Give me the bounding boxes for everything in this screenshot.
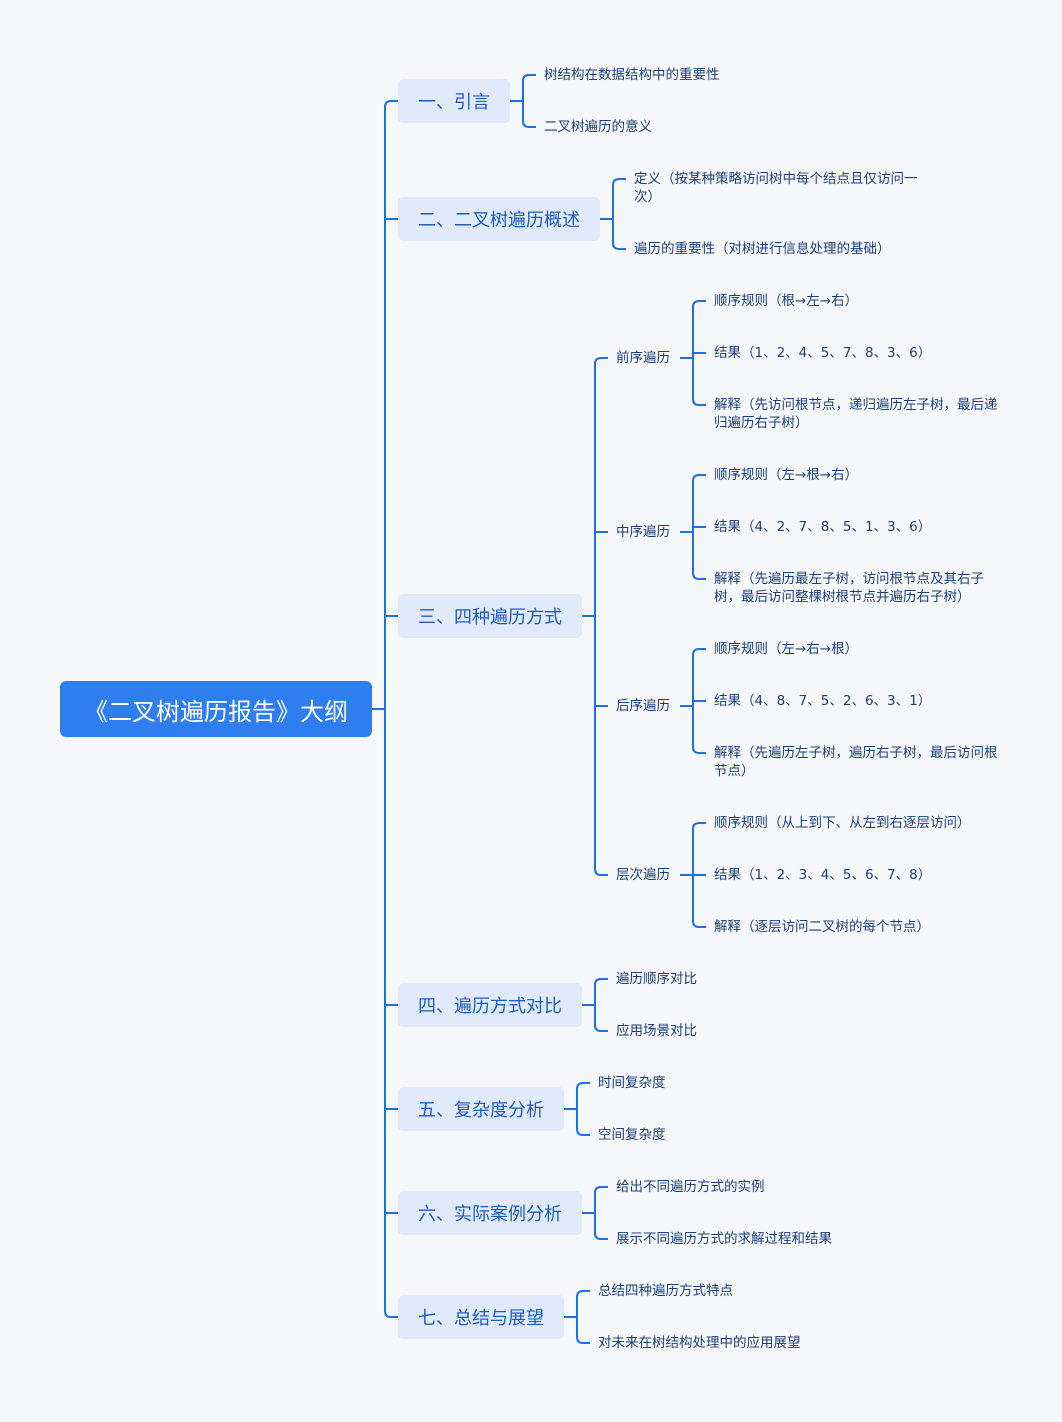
- section-node[interactable]: 一、引言: [398, 79, 510, 123]
- leaf-node[interactable]: 解释（先遍历最左子树，访问根节点及其右子树，最后访问整棵树根节点并遍历右子树）: [714, 571, 984, 605]
- leaf-node[interactable]: 遍历顺序对比: [616, 971, 697, 987]
- connector-line: [612, 178, 626, 186]
- leaf-node[interactable]: 总结四种遍历方式特点: [598, 1283, 733, 1299]
- connector-line: [594, 1186, 608, 1194]
- leaf-node[interactable]: 解释（先遍历左子树，遍历右子树，最后访问根节点）: [714, 745, 998, 779]
- leaf-node[interactable]: 解释（逐层访问二叉树的每个节点）: [714, 919, 930, 935]
- section-node[interactable]: 四、遍历方式对比: [398, 983, 582, 1027]
- connector-line: [612, 242, 626, 250]
- sub-node[interactable]: 层次遍历: [616, 867, 670, 883]
- connector-line: [522, 120, 536, 128]
- leaf-node[interactable]: 给出不同遍历方式的实例: [616, 1179, 765, 1195]
- section-node[interactable]: 二、二叉树遍历概述: [398, 197, 600, 241]
- sub-node[interactable]: 中序遍历: [616, 524, 670, 540]
- connector-line: [384, 1310, 398, 1318]
- leaf-node[interactable]: 树结构在数据结构中的重要性: [544, 67, 720, 83]
- leaf-node[interactable]: 结果（4、2、7、8、5、1、3、6）: [714, 519, 932, 535]
- leaf-node[interactable]: 解释（先访问根节点，递归遍历左子树，最后递归遍历右子树）: [714, 397, 998, 431]
- section-node[interactable]: 六、实际案例分析: [398, 1191, 582, 1235]
- section-node[interactable]: 七、总结与展望: [398, 1295, 564, 1339]
- sub-node[interactable]: 后序遍历: [616, 698, 670, 714]
- connector-line: [692, 648, 706, 656]
- sub-node[interactable]: 前序遍历: [616, 350, 670, 366]
- leaf-node[interactable]: 时间复杂度: [598, 1075, 666, 1091]
- connector-line: [692, 398, 706, 406]
- connector-line: [576, 1128, 590, 1136]
- connector-line: [594, 868, 608, 876]
- leaf-node[interactable]: 顺序规则（左→右→根）: [714, 641, 859, 657]
- leaf-node[interactable]: 顺序规则（左→根→右）: [714, 467, 859, 483]
- leaf-node[interactable]: 展示不同遍历方式的求解过程和结果: [616, 1231, 832, 1247]
- connector-line: [594, 1232, 608, 1240]
- leaf-node[interactable]: 结果（4、8、7、5、2、6、3、1）: [714, 693, 932, 709]
- connector-line: [692, 572, 706, 580]
- leaf-node[interactable]: 空间复杂度: [598, 1127, 666, 1143]
- leaf-node[interactable]: 对未来在树结构处理中的应用展望: [598, 1335, 801, 1351]
- leaf-node[interactable]: 定义（按某种策略访问树中每个结点且仅访问一次）: [634, 171, 918, 205]
- connector-line: [594, 1024, 608, 1032]
- leaf-node[interactable]: 应用场景对比: [616, 1023, 697, 1039]
- leaf-node[interactable]: 结果（1、2、3、4、5、6、7、8）: [714, 867, 932, 883]
- leaf-node[interactable]: 二叉树遍历的意义: [544, 119, 652, 135]
- leaf-node[interactable]: 遍历的重要性（对树进行信息处理的基础）: [634, 241, 891, 257]
- leaf-node[interactable]: 顺序规则（根→左→右）: [714, 293, 859, 309]
- connector-line: [692, 920, 706, 928]
- section-node[interactable]: 五、复杂度分析: [398, 1087, 564, 1131]
- connector-line: [594, 357, 608, 365]
- leaf-node[interactable]: 结果（1、2、4、5、7、8、3、6）: [714, 345, 932, 361]
- root-node[interactable]: 《二叉树遍历报告》大纲: [60, 681, 372, 737]
- leaf-node[interactable]: 顺序规则（从上到下、从左到右逐层访问）: [714, 815, 971, 831]
- section-node[interactable]: 三、四种遍历方式: [398, 594, 582, 638]
- connector-line: [522, 74, 536, 82]
- connector-line: [576, 1082, 590, 1090]
- connector-line: [576, 1336, 590, 1344]
- connector-line: [692, 300, 706, 308]
- connector-line: [692, 474, 706, 482]
- connector-line: [384, 100, 398, 108]
- connector-line: [576, 1290, 590, 1298]
- connector-line: [594, 978, 608, 986]
- connector-line: [692, 822, 706, 830]
- connector-line: [692, 746, 706, 754]
